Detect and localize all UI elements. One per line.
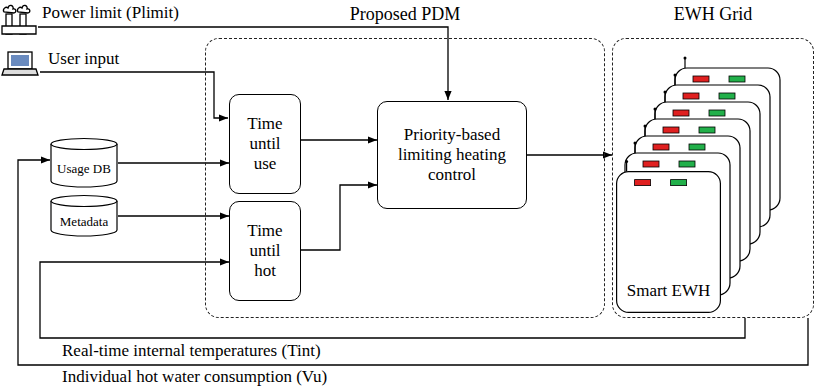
process-box: Time until hot	[229, 201, 301, 301]
control-box: Priority-based limiting heating control	[377, 101, 527, 209]
node-label: Priority-based limiting heating control	[388, 125, 516, 185]
laptop-icon	[2, 52, 38, 75]
user-input-line	[40, 72, 228, 118]
storage-cylinder: Usage DB	[50, 138, 118, 188]
flow-arrow	[301, 139, 377, 140]
node-label: Metadata	[60, 214, 108, 229]
flow-label: Power limit (Plimit)	[40, 3, 181, 23]
water-heater: Smart EWH	[616, 171, 721, 313]
region-heading: Proposed PDM	[186, 4, 624, 25]
node-label: Smart EWH	[627, 281, 711, 301]
dashed-region: Proposed PDMTime until useTime until hot…	[205, 38, 605, 318]
flow-arrow	[118, 215, 229, 216]
region-heading: EWH Grid	[593, 4, 821, 25]
dashed-region: EWH GridSmart EWH	[612, 38, 814, 318]
storage-cylinder: Metadata	[50, 195, 118, 237]
flow-arrow	[118, 162, 229, 163]
factory-icon	[2, 5, 36, 34]
flow-label: User input	[46, 49, 121, 69]
node-label: Usage DB	[57, 161, 111, 176]
flow-arrow	[527, 154, 612, 155]
process-box: Time until use	[229, 94, 301, 194]
node-label: Time until hot	[240, 221, 290, 281]
flow-arrow	[301, 185, 377, 250]
node-label: Time until use	[240, 114, 290, 174]
edge-label: Real-time internal temperatures (Tint)	[60, 341, 323, 361]
edge-label: Individual hot water consumption (Vu)	[60, 367, 329, 387]
